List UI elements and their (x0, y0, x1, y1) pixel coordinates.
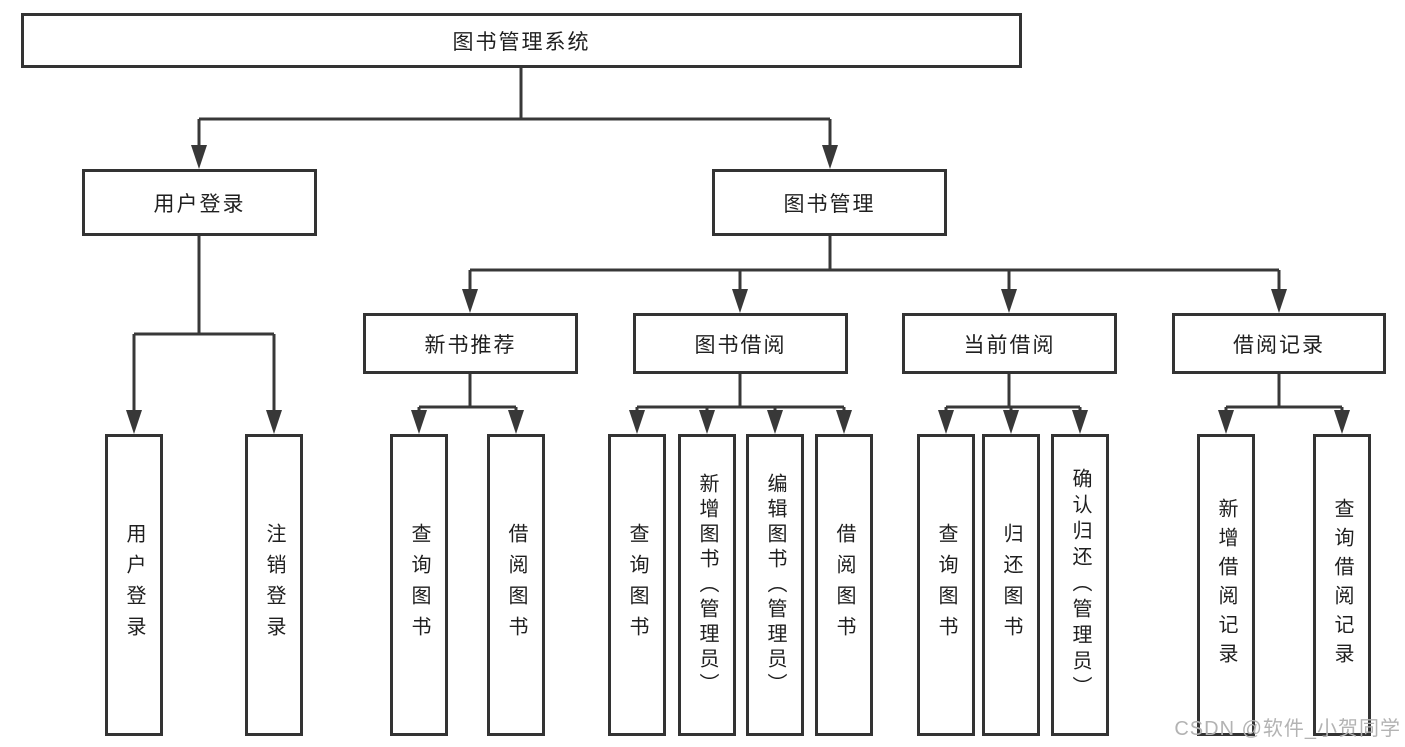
leaf-nb-query-books: 查询图书 (390, 434, 448, 736)
node-root: 图书管理系统 (21, 13, 1022, 68)
leaf-cur-return-books-label: 归还图书 (1000, 523, 1022, 647)
leaf-rec-query-record: 查询借阅记录 (1313, 434, 1371, 736)
leaf-cur-return-books: 归还图书 (982, 434, 1040, 736)
arrowheads (126, 145, 1350, 434)
arrow-current (1001, 289, 1017, 313)
arrow-leaf-bb-borrow (836, 410, 852, 434)
node-new-book-recommend: 新书推荐 (363, 313, 578, 374)
leaf-bb-query-books: 查询图书 (608, 434, 666, 736)
arrow-leaf-bb-add (699, 410, 715, 434)
node-book-borrow: 图书借阅 (633, 313, 848, 374)
leaf-bb-edit-books-admin: 编辑图书（管理员） (746, 434, 804, 736)
leaf-bb-add-books-admin-label: 新增图书（管理员） (696, 472, 718, 698)
arrow-book-mgmt (822, 145, 838, 169)
node-current-borrow: 当前借阅 (902, 313, 1117, 374)
leaf-nb-query-books-label: 查询图书 (408, 523, 430, 647)
leaf-bb-borrow-books: 借阅图书 (815, 434, 873, 736)
arrow-leaf-rec-query (1334, 410, 1350, 434)
leaf-logout: 注销登录 (245, 434, 303, 736)
leaf-nb-borrow-books-label: 借阅图书 (505, 523, 527, 647)
arrow-leaf-bb-query (629, 410, 645, 434)
leaf-nb-borrow-books: 借阅图书 (487, 434, 545, 736)
arrow-leaf-rec-add (1218, 410, 1234, 434)
arrow-leaf-nb-query (411, 410, 427, 434)
node-borrow-records-label: 借阅记录 (1233, 333, 1325, 357)
leaf-bb-add-books-admin: 新增图书（管理员） (678, 434, 736, 736)
node-book-management: 图书管理 (712, 169, 947, 236)
arrow-leaf-cur-query (938, 410, 954, 434)
node-borrow-records: 借阅记录 (1172, 313, 1386, 374)
arrow-leaf-cur-confirm (1072, 410, 1088, 434)
leaf-rec-query-record-label: 查询借阅记录 (1331, 498, 1353, 672)
node-book-management-label: 图书管理 (783, 192, 876, 216)
leaf-user-login: 用户登录 (105, 434, 163, 736)
arrow-leaf-bb-edit (767, 410, 783, 434)
leaf-bb-borrow-books-label: 借阅图书 (833, 523, 855, 647)
arrow-newbooks (462, 289, 478, 313)
leaf-bb-query-books-label: 查询图书 (626, 523, 648, 647)
node-book-borrow-label: 图书借阅 (694, 333, 787, 357)
arrow-leaf-nb-borrow (508, 410, 524, 434)
arrow-leaf-logout (266, 410, 282, 434)
leaf-cur-query-books-label: 查询图书 (935, 523, 957, 647)
node-user-login: 用户登录 (82, 169, 317, 236)
leaf-cur-confirm-return-admin: 确认归还（管理员） (1051, 434, 1109, 736)
arrow-leaf-login (126, 410, 142, 434)
leaf-cur-confirm-return-admin-label: 确认归还（管理员） (1069, 468, 1091, 702)
leaf-bb-edit-books-admin-label: 编辑图书（管理员） (764, 472, 786, 698)
node-new-book-recommend-label: 新书推荐 (424, 333, 517, 357)
arrow-leaf-cur-return (1003, 410, 1019, 434)
leaf-cur-query-books: 查询图书 (917, 434, 975, 736)
node-user-login-label: 用户登录 (153, 192, 246, 216)
node-current-borrow-label: 当前借阅 (963, 333, 1056, 357)
leaf-rec-add-record: 新增借阅记录 (1197, 434, 1255, 736)
arrow-records (1271, 289, 1287, 313)
leaf-rec-add-record-label: 新增借阅记录 (1215, 498, 1237, 672)
arrow-user-login (191, 145, 207, 169)
node-root-label: 图书管理系统 (452, 30, 591, 54)
csdn-watermark: CSDN @软件_小贺同学 (1174, 718, 1401, 740)
leaf-logout-label: 注销登录 (263, 523, 285, 647)
arrow-borrow (732, 289, 748, 313)
leaf-user-login-label: 用户登录 (123, 523, 145, 647)
